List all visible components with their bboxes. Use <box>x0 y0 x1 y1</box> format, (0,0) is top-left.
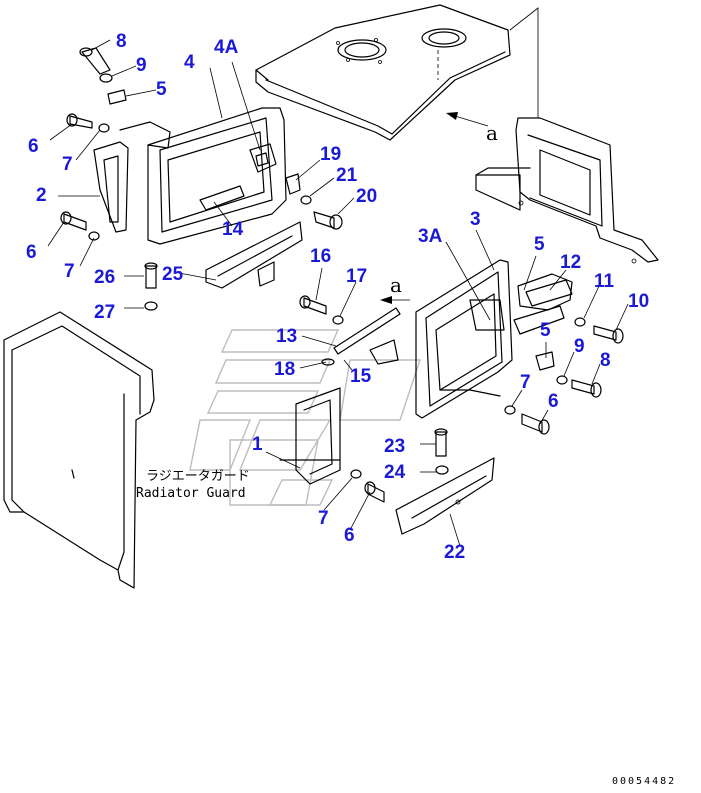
callout-6: 6 <box>28 136 39 157</box>
callout-23: 23 <box>384 436 405 457</box>
callout-8: 8 <box>600 350 611 371</box>
callout-24: 24 <box>384 462 406 483</box>
callout-10: 10 <box>628 291 649 312</box>
svg-text:a: a <box>390 273 402 297</box>
rod-13 <box>333 307 401 365</box>
callout-7: 7 <box>62 154 73 175</box>
callout-27: 27 <box>94 302 115 323</box>
bracket-1 <box>279 387 341 485</box>
svg-text:a: a <box>486 121 498 145</box>
callout-9: 9 <box>574 336 585 357</box>
callout-1: 1 <box>252 434 263 455</box>
callout-7: 7 <box>520 372 531 393</box>
radiator-guard: ラジエータガード Radiator Guard <box>3 311 250 589</box>
callout-18: 18 <box>274 359 295 380</box>
callout-20: 20 <box>356 186 377 207</box>
bracket-25 <box>205 221 303 289</box>
callout-26: 26 <box>94 267 115 288</box>
callout-5: 5 <box>540 320 551 341</box>
document-number: 00054482 <box>612 776 676 787</box>
callout-7: 7 <box>64 261 75 282</box>
callout-17: 17 <box>346 266 367 287</box>
callout-3: 3 <box>470 209 481 230</box>
bracket-2 <box>93 141 129 233</box>
callout-6: 6 <box>344 525 355 546</box>
callout-6: 6 <box>26 242 37 263</box>
callout-16: 16 <box>310 246 331 267</box>
callout-25: 25 <box>162 264 184 285</box>
callout-4a: 4A <box>214 37 239 58</box>
callout-13: 13 <box>276 326 297 347</box>
guard-label-en: Radiator Guard <box>136 486 246 501</box>
view-arrow-mid: a <box>380 273 410 304</box>
callout-9: 9 <box>136 55 147 76</box>
callouts: 8 9 5 4 4A 6 7 2 6 7 26 25 27 14 19 21 2… <box>26 31 649 563</box>
callout-2: 2 <box>36 185 47 206</box>
callout-15: 15 <box>350 366 372 387</box>
view-arrow-top: a <box>446 112 498 145</box>
callout-22: 22 <box>444 542 465 563</box>
callout-5: 5 <box>156 79 167 100</box>
callout-21: 21 <box>336 165 358 186</box>
callout-6: 6 <box>548 391 559 412</box>
panel-3-assembly <box>415 259 573 419</box>
guard-label-jp: ラジエータガード <box>146 469 250 484</box>
callout-19: 19 <box>320 144 341 165</box>
callout-4: 4 <box>184 52 195 73</box>
upper-frame <box>255 4 539 141</box>
callout-11: 11 <box>594 271 615 292</box>
callout-8: 8 <box>116 31 127 52</box>
callout-12: 12 <box>560 252 581 273</box>
callout-5: 5 <box>534 234 545 255</box>
panel-4-assembly <box>119 107 287 245</box>
leader-lines <box>47 39 629 547</box>
right-support-frame <box>475 117 659 264</box>
callout-7: 7 <box>318 508 329 529</box>
callout-14: 14 <box>222 219 244 240</box>
fasteners <box>60 47 624 503</box>
bracket-22 <box>395 457 495 535</box>
callout-3a: 3A <box>418 226 443 247</box>
